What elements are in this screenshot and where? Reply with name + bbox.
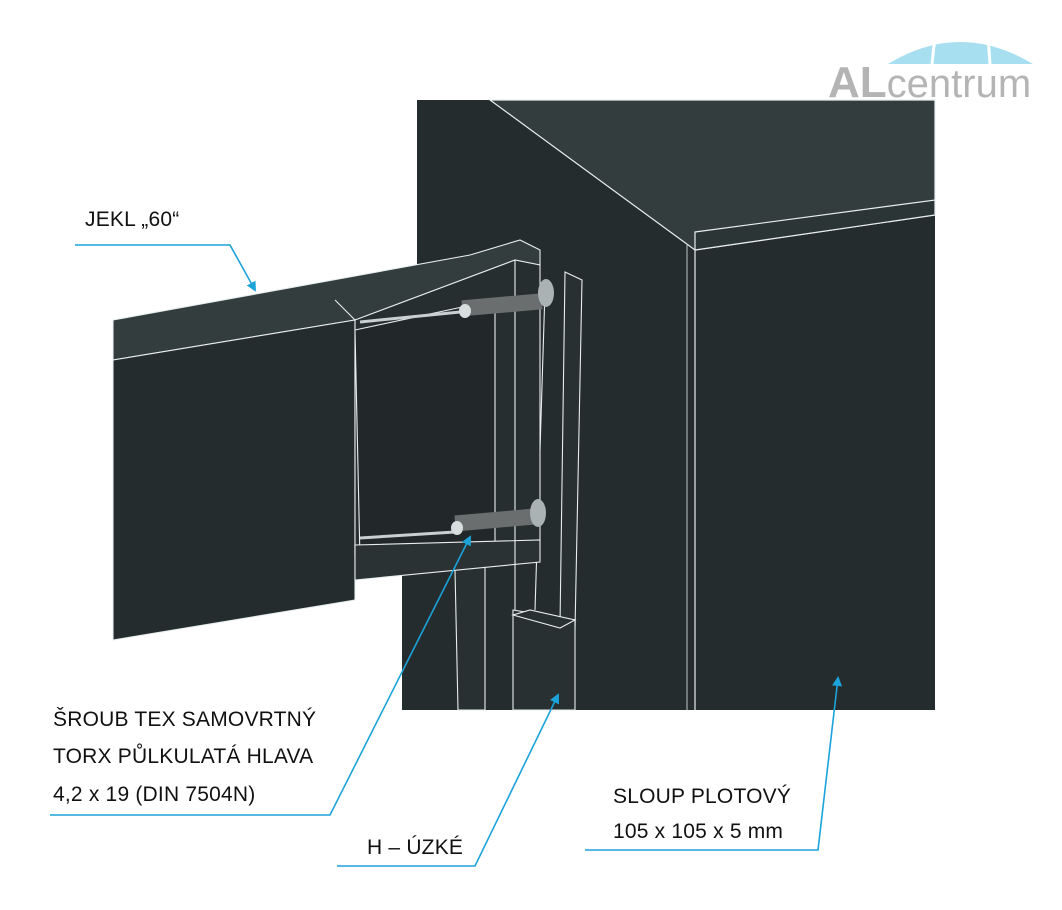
sloup-label-line1: SLOUP PLOTOVÝ (613, 785, 792, 808)
h-profile (454, 271, 583, 711)
sroub-label-line1: ŠROUB TEX SAMOVRTNÝ (53, 708, 317, 731)
sroub-leader (50, 535, 471, 816)
sloup-leader (585, 676, 843, 851)
sroub-label-line3: 4,2 x 19 (DIN 7504N) (53, 783, 256, 806)
sroub-label-line2: TORX PŮLKULATÁ HLAVA (53, 745, 314, 768)
jekl-beam (112, 239, 541, 641)
sloup-label-line2: 105 x 105 x 5 mm (613, 820, 784, 843)
screw-top (359, 279, 554, 324)
jekl-label: JEKL „60“ (85, 208, 180, 231)
logo-arc-icon (888, 35, 1033, 65)
h-profile-leader (337, 693, 560, 867)
logo-light: centrum (886, 62, 1032, 106)
logo-bold: AL (828, 58, 887, 107)
alcentrum-logo: ALcentrum (828, 58, 1031, 108)
jekl-leader (75, 244, 256, 292)
h-profile-label: H – ÚZKÉ (367, 836, 464, 859)
screw-bottom (359, 499, 546, 540)
